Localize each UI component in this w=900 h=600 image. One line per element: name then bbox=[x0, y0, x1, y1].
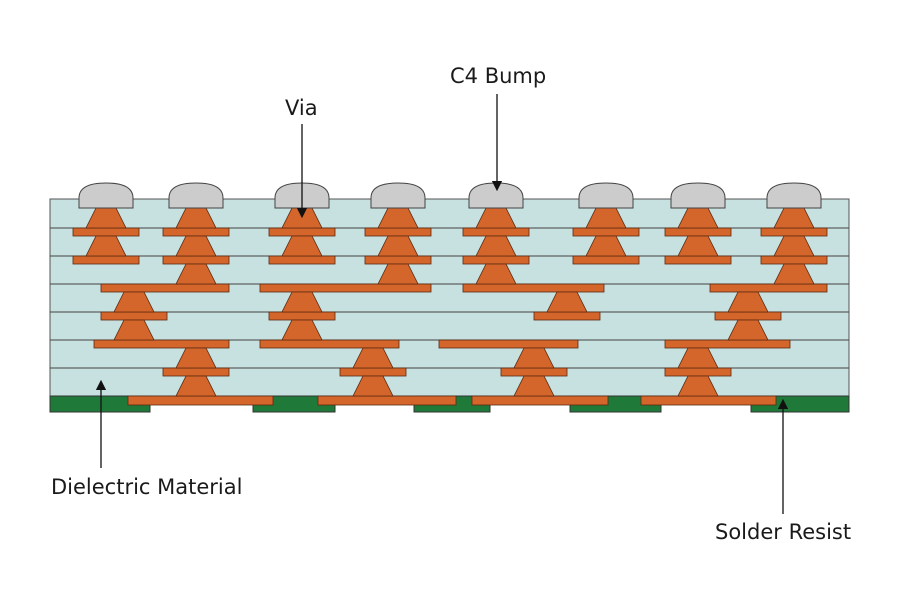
via bbox=[175, 347, 217, 369]
callout-pointers bbox=[95, 94, 789, 514]
trace-pad bbox=[72, 227, 140, 237]
via bbox=[281, 319, 323, 341]
solder-resist-label: Solder Resist bbox=[715, 520, 852, 544]
trace-line bbox=[259, 283, 432, 293]
c4-bump-label: C4 Bump bbox=[450, 64, 547, 88]
trace-pad bbox=[268, 255, 336, 265]
via bbox=[677, 375, 719, 397]
trace-pad bbox=[268, 311, 336, 321]
trace-pad bbox=[500, 367, 568, 377]
via bbox=[773, 263, 815, 285]
copper-traces-and-vias bbox=[72, 207, 828, 406]
via bbox=[85, 235, 127, 257]
trace-pad bbox=[664, 255, 732, 265]
trace-line bbox=[93, 339, 230, 349]
via bbox=[352, 347, 394, 369]
via bbox=[281, 235, 323, 257]
trace-pad bbox=[162, 367, 230, 377]
via bbox=[727, 291, 769, 313]
trace-line bbox=[259, 339, 400, 349]
via bbox=[377, 235, 419, 257]
via bbox=[175, 375, 217, 397]
trace-pad bbox=[760, 227, 828, 237]
c4-bump bbox=[78, 182, 134, 209]
c4-bump bbox=[168, 182, 224, 209]
via bbox=[377, 263, 419, 285]
trace-pad bbox=[664, 227, 732, 237]
trace-line bbox=[664, 339, 791, 349]
bottom-pad bbox=[640, 395, 777, 406]
via bbox=[175, 235, 217, 257]
via bbox=[513, 375, 555, 397]
via bbox=[281, 291, 323, 313]
trace-pad bbox=[364, 255, 432, 265]
trace-pad bbox=[664, 367, 732, 377]
trace-pad bbox=[572, 227, 640, 237]
dielectric-material-label: Dielectric Material bbox=[51, 475, 243, 499]
bottom-pad bbox=[471, 395, 609, 406]
bottom-pad bbox=[317, 395, 457, 406]
bottom-pad bbox=[127, 395, 274, 406]
via bbox=[113, 291, 155, 313]
trace-line bbox=[100, 283, 230, 293]
trace-pad bbox=[268, 227, 336, 237]
c4-bump bbox=[766, 182, 822, 209]
trace-pad bbox=[339, 367, 407, 377]
via bbox=[113, 319, 155, 341]
trace-pad bbox=[760, 255, 828, 265]
via bbox=[677, 347, 719, 369]
trace-pad bbox=[72, 255, 140, 265]
trace-line bbox=[709, 283, 828, 293]
via bbox=[475, 235, 517, 257]
via bbox=[352, 375, 394, 397]
trace-pad bbox=[162, 227, 230, 237]
trace-pad bbox=[572, 255, 640, 265]
via bbox=[677, 235, 719, 257]
c4-bump bbox=[370, 182, 426, 209]
c4-bumps bbox=[78, 182, 822, 209]
trace-pad bbox=[100, 311, 168, 321]
c4-bump bbox=[578, 182, 634, 209]
trace-pad bbox=[462, 227, 530, 237]
trace-line bbox=[438, 339, 579, 349]
c4-bump bbox=[670, 182, 726, 209]
trace-pad bbox=[533, 311, 601, 321]
trace-pad bbox=[162, 255, 230, 265]
via bbox=[585, 235, 627, 257]
via bbox=[513, 347, 555, 369]
trace-line bbox=[462, 283, 605, 293]
via bbox=[773, 235, 815, 257]
via bbox=[475, 263, 517, 285]
via bbox=[546, 291, 588, 313]
trace-pad bbox=[714, 311, 782, 321]
trace-pad bbox=[364, 227, 432, 237]
via bbox=[175, 263, 217, 285]
trace-pad bbox=[462, 255, 530, 265]
via-label: Via bbox=[285, 96, 318, 120]
c4-bump bbox=[468, 182, 524, 209]
via bbox=[727, 319, 769, 341]
